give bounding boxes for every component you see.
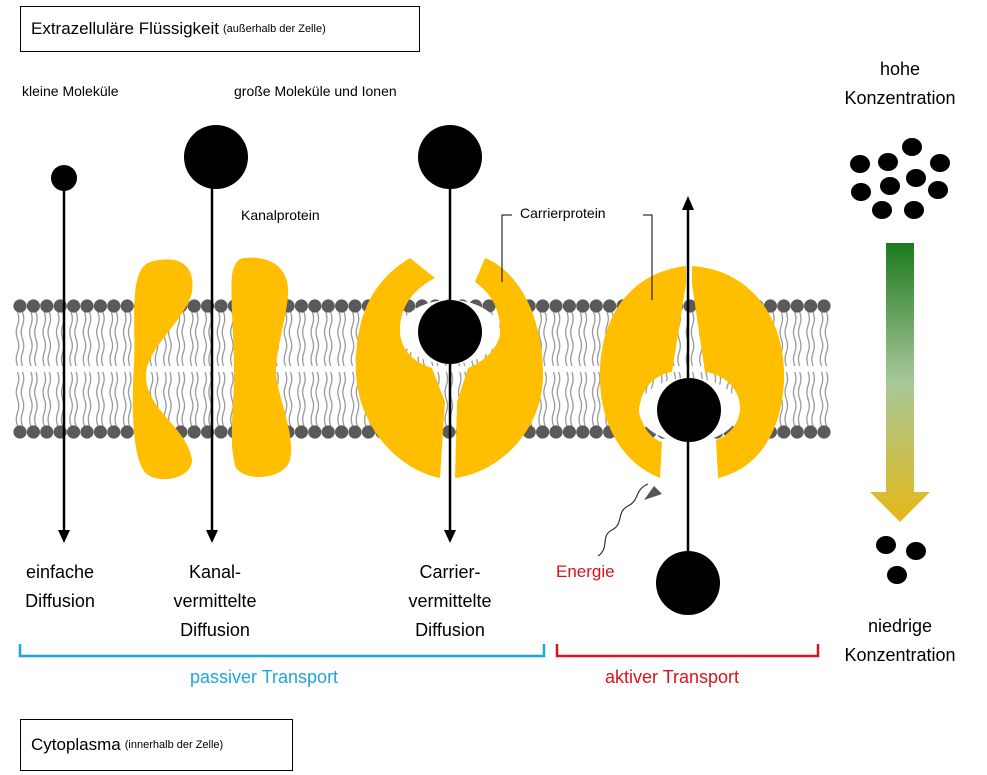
cytoplasm-subtitle: (innerhalb der Zelle) [124,739,224,751]
active-carrier-protein-right [692,266,785,478]
carrier-protein-left [355,258,445,478]
large-molecule-channel [184,125,248,189]
carrier-protein-right [455,258,543,478]
high-concentration-molecules [850,138,950,219]
cytoplasm-title: Cytoplasma [31,735,121,754]
extracellular-label-box: Extrazelluläre Flüssigkeit (außerhalb de… [20,6,420,52]
low-concentration-molecules [876,536,926,584]
carrier-protein-label: Carrierprotein [520,205,606,221]
cytoplasm-label-box: Cytoplasma (innerhalb der Zelle) [20,719,293,771]
channel-protein-right [231,257,292,478]
carrier-label-leader [501,214,512,282]
large-molecules-label: große Moleküle und Ionen [234,83,397,99]
large-molecule-active-bottom [656,551,720,615]
passive-transport-label: passiver Transport [190,667,339,687]
small-molecule [51,165,77,191]
energy-label: Energie [556,562,615,581]
extracellular-title: Extrazelluläre Flüssigkeit [31,19,220,38]
energy-arrowhead [644,486,662,500]
channel-protein-left [132,259,193,480]
large-molecule-active-bound [657,378,721,442]
concentration-gradient-arrow [870,243,930,522]
active-transport-bracket [555,644,820,658]
active-carrier-protein-left [599,266,686,478]
passive-transport-bracket [18,644,546,658]
energy-wavy-arrow [597,483,649,557]
large-molecule-carrier-top [418,125,482,189]
channel-protein-label: Kanalprotein [241,207,320,223]
active-transport-label: aktiver Transport [605,667,740,687]
large-molecule-carrier-bound [418,300,482,364]
small-molecules-label: kleine Moleküle [22,83,119,99]
active-carrier-label-leader [643,214,653,300]
extracellular-subtitle: (außerhalb der Zelle) [223,23,326,35]
